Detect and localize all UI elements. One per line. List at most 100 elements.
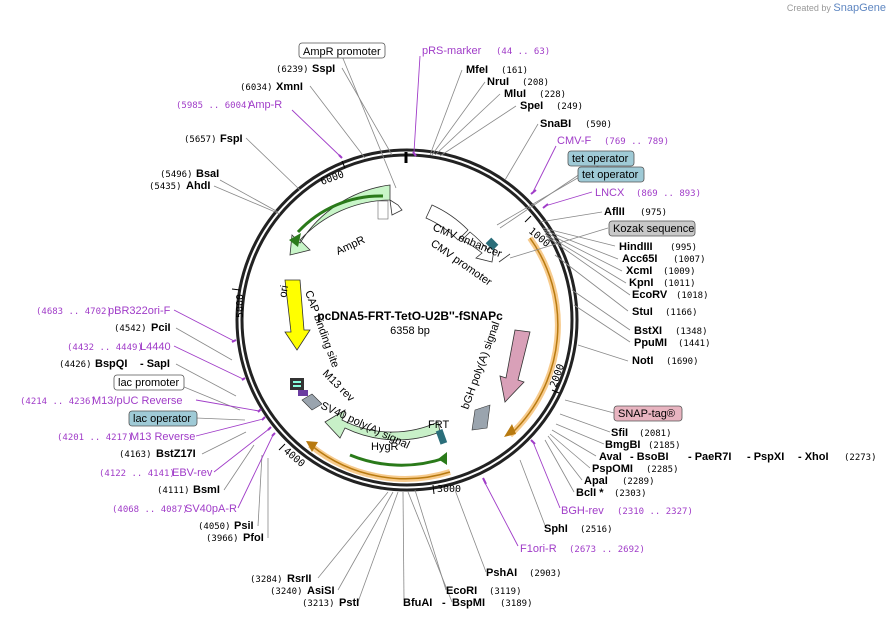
lac-operator-stripe-2 (293, 385, 301, 387)
leader-nrui (431, 81, 486, 156)
f1-ori-block (471, 404, 491, 431)
leader-lncx (544, 191, 593, 207)
leader-snabi (504, 123, 539, 181)
site-bstz17i: BstZ17I (156, 448, 196, 460)
ampr-orf-arrowhead (289, 233, 301, 247)
site-bmgbi: BmgBI (605, 439, 640, 451)
primer-sv40pa-r-range: (4068 .. 4087) (112, 505, 188, 515)
snapgene-watermark: Created by SnapGene (787, 2, 886, 14)
site-pspxi: - PspXI (747, 451, 784, 463)
kozak-mark (498, 253, 511, 263)
tick-3000 (432, 484, 435, 495)
primer-bgh-rev-range: (2310 .. 2327) (617, 507, 693, 517)
site-asisi-pos: (3240) (270, 587, 303, 597)
site-ppumi-pos: (1441) (678, 339, 711, 349)
site-bstxi: BstXI (634, 325, 662, 337)
primer-m13puc-range: (4214 .. 4236) (20, 397, 96, 407)
site-bspqi: BspQI (95, 358, 127, 370)
left-sites: (6239) SspI (6034) XmnI (5657) FspI (549… (59, 63, 335, 544)
site-xmni-pos: (6034) (240, 83, 273, 93)
lac-promoter-block (298, 390, 308, 396)
leader-bcli (544, 439, 575, 493)
site-bsmi-pos: (4111) (157, 486, 190, 496)
site-bspqi-pos: (4426) (59, 360, 92, 370)
tick-4000 (278, 443, 286, 451)
site-noti: NotI (632, 355, 653, 367)
leader-lac-operator (195, 417, 246, 421)
label-m13-rev: M13 rev (320, 368, 357, 405)
label-bgh-polya: bGH poly(A) signal (460, 320, 503, 411)
leader-sphi (519, 459, 547, 529)
ampr-promoter-box (298, 42, 386, 59)
ampr-feature (289, 184, 391, 256)
site-sfii-pos: (2081) (639, 429, 672, 439)
site-xmni: XmnI (276, 81, 303, 93)
leader-bsmi (223, 444, 255, 491)
label-ori: ori (277, 284, 291, 298)
primer-prs-marker: pRS-marker (422, 45, 482, 57)
site-aflii-pos: (975) (640, 208, 667, 218)
leader-bgh-rev (532, 441, 561, 509)
leader-sspi (341, 67, 393, 156)
leader-aflii (539, 211, 603, 223)
site-pfoi-pos: (3966) (206, 534, 239, 544)
tick-label-5000: 5000 (235, 294, 246, 318)
site-nrui-pos: (208) (522, 78, 549, 88)
hygr-orf (349, 453, 446, 467)
site-hindiii: HindIII (619, 241, 653, 253)
label-frt: FRT (428, 419, 449, 431)
leader-kpni (544, 233, 627, 284)
primer-cmv-f: CMV-F (557, 135, 592, 147)
site-apai: ApaI (584, 475, 608, 487)
lac-operator-block (290, 378, 304, 390)
leader-acc65i (543, 229, 619, 260)
site-pcii: PciI (151, 322, 171, 334)
site-aflii: AflII (604, 206, 625, 218)
ampr-promoter-block (377, 200, 389, 220)
leader-amp-r (291, 109, 341, 157)
site-xcmi-pos: (1009) (663, 267, 696, 277)
primer-l4440-range: (4432 .. 4449) (67, 343, 143, 353)
leader-sfii (559, 413, 611, 433)
site-bsobi: - BsoBI (630, 451, 669, 463)
site-spei-pos: (249) (556, 102, 583, 112)
site-bsai-pos: (5496) (160, 170, 193, 180)
right-sites: MfeI (161) NruI (208) MluI (228) SpeI (2… (403, 64, 877, 609)
site-bspmi-pos: (3189) (500, 599, 533, 609)
primer-amp-r: Amp-R (248, 99, 282, 111)
site-acc65i-pos: (1007) (673, 255, 706, 265)
primer-m13rev: M13 Reverse (130, 431, 195, 443)
site-sspi: SspI (312, 63, 335, 75)
primer-l4440: L4440 (140, 341, 171, 353)
lac-promoter-label: lac promoter (118, 377, 179, 389)
lac-operator-label: lac operator (133, 413, 191, 425)
site-apai-pos: (2289) (622, 477, 655, 487)
lac-operator-stripe-1 (293, 381, 301, 383)
site-kpni-pos: (1011) (663, 279, 696, 289)
leader-mlui (434, 93, 501, 156)
site-bsmi: BsmI (193, 484, 220, 496)
primer-m13puc: M13/pUC Reverse (92, 395, 182, 407)
site-psti: PstI (339, 597, 359, 609)
site-pspomi-pos: (2285) (646, 465, 679, 475)
leaders-right (171, 55, 631, 603)
site-bfuai: BfuAI (403, 597, 432, 609)
site-pspomi: PspOMI (592, 463, 633, 475)
leader-cmvf (532, 145, 557, 193)
site-fspi-pos: (5657) (184, 135, 217, 145)
leader-bsai (219, 179, 279, 213)
snap-tag-arrowhead (504, 424, 516, 437)
site-pcii-pos: (4542) (114, 324, 147, 334)
site-sphi-pos: (2516) (580, 525, 613, 535)
site-rsrii: RsrII (287, 573, 311, 585)
ori-feature (284, 279, 311, 351)
site-snabi-pos: (590) (585, 120, 612, 130)
site-sfii: SfiI (611, 427, 628, 439)
leader-bspmi (407, 491, 453, 603)
site-sphi: SphI (544, 523, 568, 535)
label-hygr: HygR (371, 441, 399, 453)
bottom-sites: (3284) RsrII (3240) AsiSI (3213) PstI (250, 573, 359, 609)
leader-psti (357, 491, 399, 603)
hygr-outer-arc (311, 445, 451, 480)
site-spei: SpeI (520, 100, 543, 112)
